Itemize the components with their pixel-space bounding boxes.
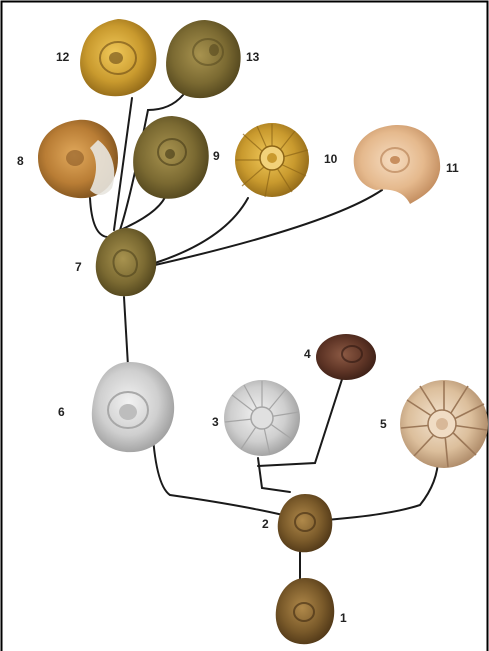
label-7: 7	[75, 260, 82, 274]
label-8: 8	[17, 154, 24, 168]
label-10: 10	[324, 152, 338, 166]
branch-7-8	[90, 198, 107, 237]
ammonite-specimen-6	[92, 362, 174, 452]
branch-7-11	[155, 190, 382, 265]
label-12: 12	[56, 50, 70, 64]
ammonite-specimen-2	[278, 494, 333, 552]
ammonite-specimen-3	[224, 380, 300, 456]
label-9: 9	[213, 149, 220, 163]
label-1: 1	[340, 611, 347, 625]
ammonite-specimen-7	[96, 228, 157, 296]
ammonite-specimen-13	[166, 20, 241, 98]
ammonite-specimen-10	[235, 123, 309, 197]
label-3: 3	[212, 415, 219, 429]
label-13: 13	[246, 50, 260, 64]
branch-2-3	[258, 458, 290, 492]
ammonite-specimen-8	[38, 120, 118, 198]
ammonite-specimen-1	[276, 578, 335, 644]
branch-6-7	[124, 297, 128, 366]
ammonite-specimen-5	[400, 380, 488, 468]
label-5: 5	[380, 417, 387, 431]
label-6: 6	[58, 405, 65, 419]
ammonite-specimen-4	[316, 334, 376, 380]
label-4: 4	[304, 347, 311, 361]
label-11: 11	[446, 161, 459, 175]
branch-2-5	[325, 452, 438, 520]
ammonite-specimen-12	[80, 19, 156, 96]
label-2: 2	[262, 517, 269, 531]
ammonite-specimen-11	[354, 125, 440, 204]
